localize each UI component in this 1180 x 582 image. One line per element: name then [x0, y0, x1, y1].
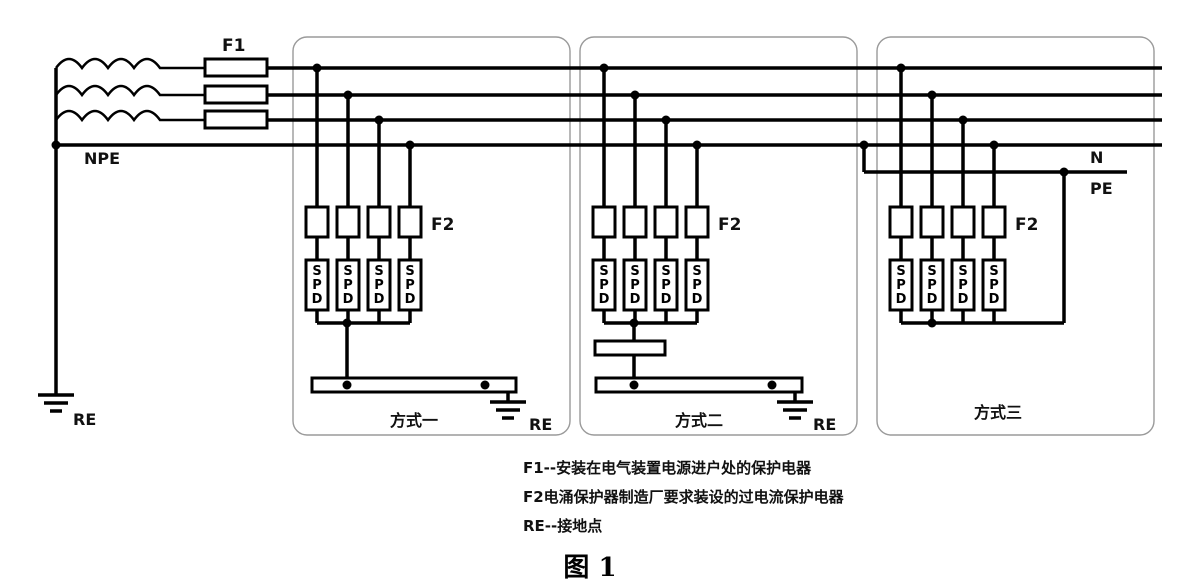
f2-fuse: [888, 205, 914, 239]
n-label: N: [1090, 148, 1103, 167]
bus-junction: [896, 63, 906, 73]
f2-fuse: [591, 205, 617, 239]
spd-letter: D: [312, 292, 323, 307]
f2-fuse: [981, 205, 1007, 239]
spd-letter: P: [958, 278, 968, 293]
spd-letter: D: [989, 292, 1000, 307]
bus-junction: [958, 115, 968, 125]
spd-letter: S: [630, 264, 639, 279]
spd-letter: P: [599, 278, 609, 293]
f1-label: F1: [222, 36, 245, 56]
re-label-1: RE: [529, 415, 552, 434]
spd-letter: P: [692, 278, 702, 293]
spd-letter: S: [599, 264, 608, 279]
spd-letter: D: [630, 292, 641, 307]
spd-letter: S: [958, 264, 967, 279]
spd-letter: D: [343, 292, 354, 307]
spd-letter: D: [661, 292, 672, 307]
spd-letter: D: [405, 292, 416, 307]
bus-junction: [692, 140, 702, 150]
bus-junction: [630, 90, 640, 100]
spd-letter: S: [312, 264, 321, 279]
bus-junction: [405, 140, 415, 150]
figure-caption: 图 1: [563, 553, 616, 582]
main-bus-lines: [56, 66, 1162, 147]
spd-letter: S: [374, 264, 383, 279]
bus-junction: [599, 63, 609, 73]
panel-1-ground-bar: [310, 376, 526, 420]
spd-letter: P: [312, 278, 322, 293]
spd-letter: P: [927, 278, 937, 293]
f2-fuse: [335, 205, 361, 239]
spd-letter: S: [661, 264, 670, 279]
panel-2-ground-bar: [593, 339, 813, 420]
spd-letter: P: [374, 278, 384, 293]
spd-letter: S: [692, 264, 701, 279]
bus-junction: [927, 90, 937, 100]
spd-letter: P: [896, 278, 906, 293]
legend-re: RE--接地点: [523, 517, 602, 535]
f2-label-2: F2: [718, 215, 741, 235]
f1-fuses: [203, 57, 269, 130]
panel-1-title: 方式一: [390, 411, 438, 430]
f2-fuse: [304, 205, 330, 239]
spd-letter: D: [896, 292, 907, 307]
f2-fuse: [653, 205, 679, 239]
spd-letter: D: [958, 292, 969, 307]
panel-3-title: 方式三: [974, 403, 1022, 422]
spd-letter: D: [927, 292, 938, 307]
bus-junction: [374, 115, 384, 125]
spd-letter: D: [692, 292, 703, 307]
f2-label-3: F2: [1015, 215, 1038, 235]
re-label-source: RE: [73, 410, 96, 429]
panel-3-frame: [876, 36, 1155, 436]
re-label-2: RE: [813, 415, 836, 434]
spd-letter: P: [343, 278, 353, 293]
spd-letter: S: [343, 264, 352, 279]
spd-letter: P: [630, 278, 640, 293]
spd-letter: P: [661, 278, 671, 293]
bus-junction: [661, 115, 671, 125]
bus-junction: [312, 63, 322, 73]
panel-2-title: 方式二: [675, 411, 723, 430]
spd-letter: S: [405, 264, 414, 279]
spd-letter: P: [405, 278, 415, 293]
panel-2-frame: [579, 36, 858, 436]
legend-f2: F2电涌保护器制造厂要求装设的过电流保护电器: [523, 488, 845, 506]
f2-label-1: F2: [431, 215, 454, 235]
f2-fuse: [397, 205, 423, 239]
spd-letter: D: [374, 292, 385, 307]
bus-junction: [343, 90, 353, 100]
spd-letter: S: [989, 264, 998, 279]
source-coils: [54, 57, 205, 123]
bus-junction: [989, 140, 999, 150]
panel-1-frame: [292, 36, 571, 436]
common-junction: [927, 318, 937, 328]
f2-fuse: [950, 205, 976, 239]
spd-letter: S: [927, 264, 936, 279]
pe-label: PE: [1090, 179, 1113, 198]
f2-fuse: [919, 205, 945, 239]
spd-letter: D: [599, 292, 610, 307]
legend-f1: F1--安装在电气装置电源进户处的保护电器: [523, 459, 812, 477]
f2-fuse: [366, 205, 392, 239]
spd-letter: P: [989, 278, 999, 293]
source-ground-symbol: [38, 393, 74, 413]
f2-fuse: [622, 205, 648, 239]
spd-letter: S: [896, 264, 905, 279]
npe-label: NPE: [84, 149, 120, 168]
f2-fuse: [684, 205, 710, 239]
